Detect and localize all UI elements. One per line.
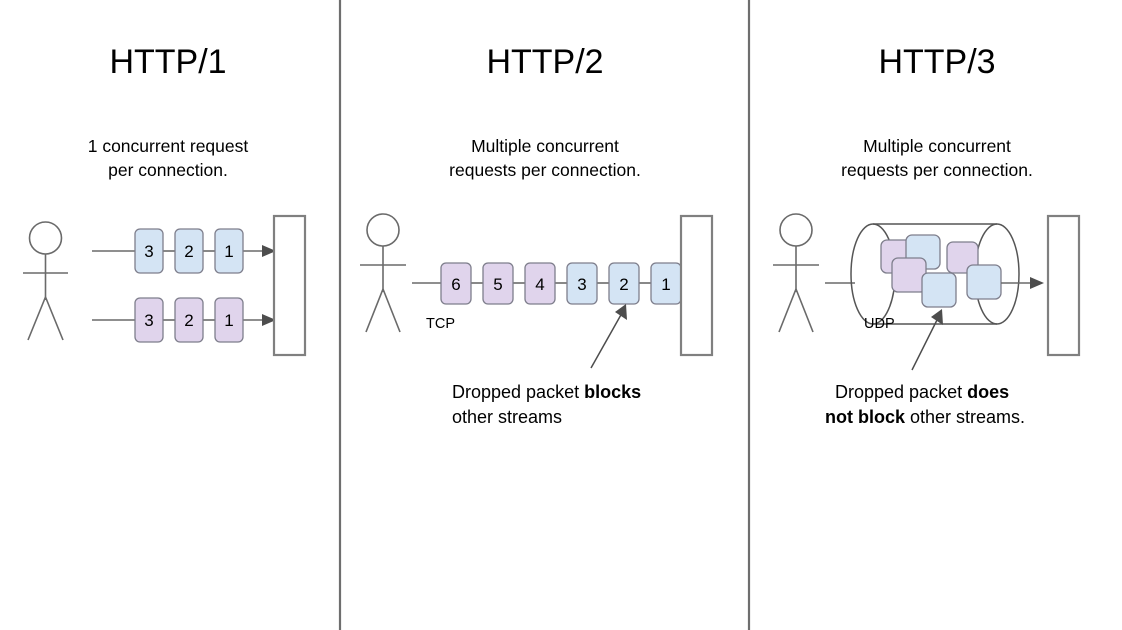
server-http1 bbox=[272, 214, 307, 357]
caption-http2-line1: Dropped packet blocks bbox=[452, 382, 641, 402]
packet-box-dropped bbox=[966, 264, 1002, 300]
packet-label: 1 bbox=[224, 311, 233, 330]
arrowhead-bottom-http1 bbox=[262, 314, 276, 326]
packet-label: 5 bbox=[493, 275, 502, 294]
client-stick-figure-http2 bbox=[360, 213, 406, 333]
caption-http2-l1-bold: blocks bbox=[584, 382, 641, 402]
annotation-arrow-http3 bbox=[911, 309, 943, 371]
protocol-label-tcp: TCP bbox=[426, 316, 455, 332]
packet-label: 3 bbox=[144, 242, 153, 261]
packet-box: 6 bbox=[440, 262, 472, 305]
panel-subtitle-http2-line2: requests per connection. bbox=[449, 160, 641, 180]
packet-label: 1 bbox=[661, 275, 670, 294]
panel-subtitle-http3-line1: Multiple concurrent bbox=[863, 136, 1011, 156]
cylinder-to-server-arrow bbox=[1001, 277, 1044, 289]
panel-http1: HTTP/1 1 concurrent request per connecti… bbox=[23, 43, 307, 357]
packet-chain-http2: 6 5 4 3 2 1 bbox=[412, 262, 682, 305]
packet-label: 6 bbox=[451, 275, 460, 294]
packet-box bbox=[891, 257, 927, 293]
packet-box: 2 bbox=[174, 228, 204, 274]
panel-subtitle-http2-line1: Multiple concurrent bbox=[471, 136, 619, 156]
packet-label: 1 bbox=[224, 242, 233, 261]
packet-label: 2 bbox=[184, 311, 193, 330]
caption-http3-l2-bold: not block bbox=[825, 407, 906, 427]
packet-box: 1 bbox=[214, 297, 244, 343]
arrowhead-http3 bbox=[1030, 277, 1044, 289]
packet-label: 4 bbox=[535, 275, 544, 294]
panel-subtitle-http1-line2: per connection. bbox=[108, 160, 228, 180]
server-http3 bbox=[1046, 214, 1081, 357]
client-stick-figure-http1 bbox=[23, 221, 68, 341]
annotation-arrow-http2 bbox=[590, 304, 627, 369]
packet-label: 3 bbox=[577, 275, 586, 294]
packet-label: 2 bbox=[619, 275, 628, 294]
server-http2 bbox=[679, 214, 714, 357]
annotation-arrowhead-http2 bbox=[615, 304, 627, 320]
caption-http2-line2: other streams bbox=[452, 407, 562, 427]
panel-http3: HTTP/3 Multiple concurrent requests per … bbox=[773, 43, 1081, 427]
panel-title-http1: HTTP/1 bbox=[109, 43, 226, 81]
panel-subtitle-http3-line2: requests per connection. bbox=[841, 160, 1033, 180]
packet-label: 2 bbox=[184, 242, 193, 261]
packet-box: 4 bbox=[524, 262, 556, 305]
arrowhead-top-http1 bbox=[262, 245, 276, 257]
packet-box: 5 bbox=[482, 262, 514, 305]
panel-title-http3: HTTP/3 bbox=[878, 43, 995, 81]
caption-http3-l1-normal: Dropped packet bbox=[835, 382, 967, 402]
caption-http3-l1-bold: does bbox=[967, 382, 1009, 402]
stream-top-http1: 3 2 1 bbox=[92, 228, 276, 274]
packet-box: 3 bbox=[134, 297, 164, 343]
caption-http2-l1-normal: Dropped packet bbox=[452, 382, 584, 402]
packet-box: 1 bbox=[214, 228, 244, 274]
protocol-label-udp: UDP bbox=[864, 316, 895, 332]
packet-label: 3 bbox=[144, 311, 153, 330]
packet-box bbox=[921, 272, 957, 308]
stream-bottom-http1: 3 2 1 bbox=[92, 297, 276, 343]
caption-http3-line2: not block other streams. bbox=[825, 407, 1025, 427]
packet-box-dropped: 2 bbox=[608, 262, 640, 305]
client-stick-figure-http3 bbox=[773, 213, 819, 333]
caption-http3-l2-normal: other streams. bbox=[905, 407, 1025, 427]
packet-box: 1 bbox=[650, 262, 682, 305]
packet-box: 3 bbox=[566, 262, 598, 305]
caption-http3-line1: Dropped packet does bbox=[835, 382, 1009, 402]
annotation-arrowhead-http3 bbox=[931, 309, 943, 325]
panel-subtitle-http1-line1: 1 concurrent request bbox=[88, 136, 249, 156]
packet-cloud-http3 bbox=[880, 234, 1002, 308]
panel-title-http2: HTTP/2 bbox=[486, 43, 603, 81]
panel-http2: HTTP/2 Multiple concurrent requests per … bbox=[360, 43, 714, 427]
packet-box: 2 bbox=[174, 297, 204, 343]
packet-box: 3 bbox=[134, 228, 164, 274]
